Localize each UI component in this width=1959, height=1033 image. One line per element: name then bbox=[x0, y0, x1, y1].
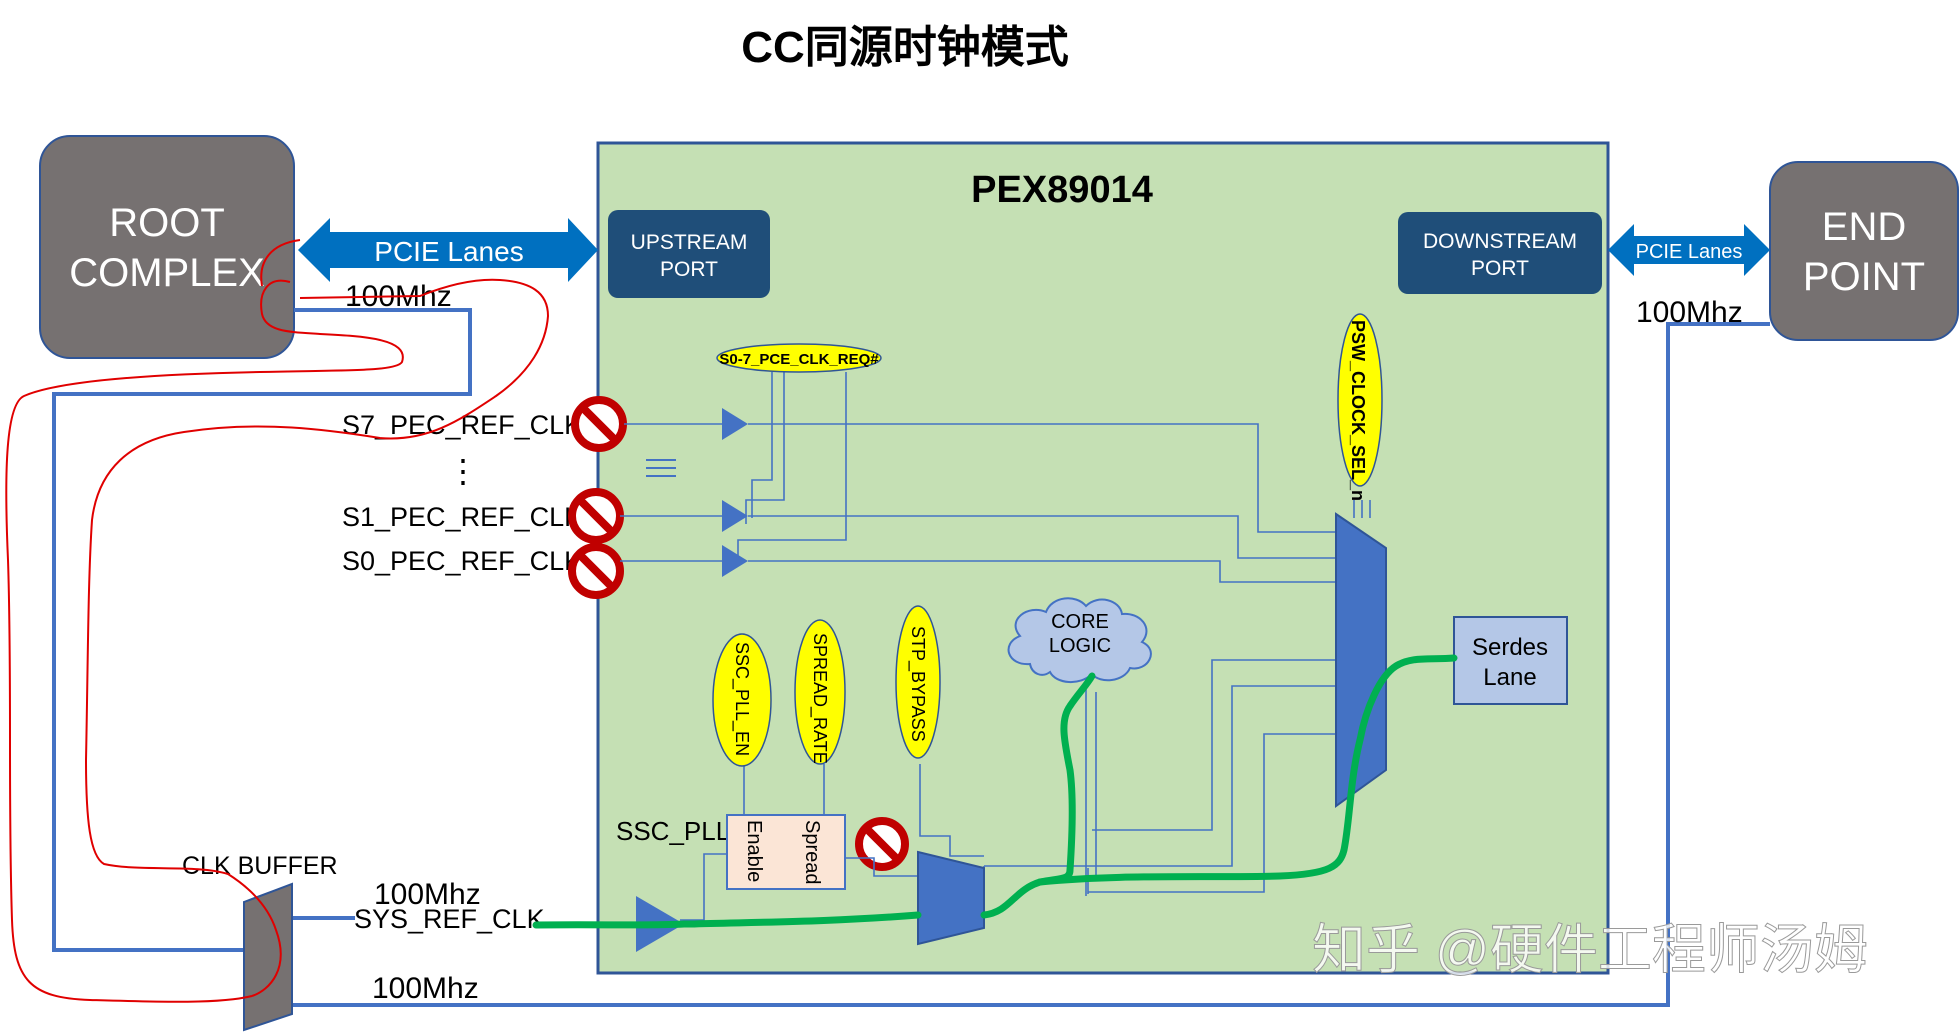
core-logic-line1: CORE bbox=[1051, 611, 1109, 633]
core-logic-cloud: CORE LOGIC bbox=[1007, 597, 1152, 683]
buffer-out-freq-label: 100Mhz bbox=[372, 972, 479, 1005]
ref-clock-label-s1: S1_PEC_REF_CLK bbox=[342, 502, 582, 532]
downstream-port-line2: PORT bbox=[1471, 257, 1529, 280]
ssc-pll-enable-label: Enable bbox=[743, 820, 765, 882]
ep-freq-label: 100Mhz bbox=[1636, 296, 1743, 329]
spread-rate-signal: SPREAD_RATE bbox=[794, 619, 846, 765]
sys-ref-clk-label: SYS_REF_CLK bbox=[354, 904, 545, 934]
downstream-port-block: DOWNSTREAM PORT bbox=[1398, 212, 1602, 294]
annotation-scribble bbox=[5, 239, 550, 1003]
end-point-line1: END bbox=[1822, 205, 1906, 249]
disabled-s1-icon bbox=[568, 488, 624, 544]
ssc-pll-en-signal: SSC_PLL_EN bbox=[712, 633, 772, 767]
upstream-port-line2: PORT bbox=[660, 258, 718, 281]
clock-mux bbox=[1335, 512, 1387, 808]
end-point-line2: POINT bbox=[1803, 255, 1925, 299]
psw-clock-sel-label: PSW_CLOCK_SEL_n bbox=[1348, 320, 1368, 501]
active-clock-path bbox=[532, 654, 1458, 929]
buffer-in-freq-label: 100Mhz bbox=[374, 878, 481, 911]
spread-rate-label: SPREAD_RATE bbox=[809, 633, 830, 764]
board-clock-wires bbox=[52, 308, 1770, 1007]
ref-clock-ellipsis: ⋮ bbox=[447, 453, 479, 489]
stp-bypass-signal: STP_BYPASS bbox=[895, 605, 941, 759]
pcie-lanes-right-arrow: PCIE Lanes bbox=[1608, 224, 1770, 276]
clk-buffer-label: CLK BUFFER bbox=[182, 852, 338, 880]
downstream-port-line1: DOWNSTREAM bbox=[1423, 230, 1577, 253]
end-point-block: END POINT bbox=[1769, 161, 1959, 341]
stp-bypass-label: STP_BYPASS bbox=[907, 626, 928, 742]
root-complex-line1: ROOT bbox=[109, 201, 225, 245]
chip-name: PEX89014 bbox=[971, 169, 1153, 211]
clk-req-label: S0-7_PCE_CLK_REQ# bbox=[719, 351, 879, 368]
psw-clock-sel-signal: PSW_CLOCK_SEL_n bbox=[1337, 313, 1383, 501]
root-complex-line2: COMPLEX bbox=[69, 251, 265, 295]
core-logic-line2: LOGIC bbox=[1049, 635, 1111, 657]
ssc-pll-block: Enable Spread bbox=[726, 814, 846, 890]
disabled-s7-icon bbox=[571, 396, 627, 452]
serdes-line1: Serdes bbox=[1472, 634, 1548, 661]
ssc-output-mux bbox=[917, 850, 985, 946]
serdes-lane-block: Serdes Lane bbox=[1453, 616, 1568, 705]
ssc-pll-en-label: SSC_PLL_EN bbox=[731, 642, 752, 756]
pcie-lanes-right-label: PCIE Lanes bbox=[1636, 241, 1743, 263]
clk-req-signal: S0-7_PCE_CLK_REQ# bbox=[716, 343, 882, 373]
internal-wires bbox=[620, 372, 1386, 921]
ssc-pll-label: SSC_PLL bbox=[616, 816, 730, 846]
pcie-lanes-left-arrow: PCIE Lanes bbox=[298, 218, 598, 282]
disabled-s0-icon bbox=[568, 543, 624, 599]
upstream-port-line1: UPSTREAM bbox=[631, 231, 748, 254]
disabled-ssc-pll-icon bbox=[855, 817, 909, 871]
serdes-line2: Lane bbox=[1483, 664, 1536, 691]
ref-clock-label-s0: S0_PEC_REF_CLK bbox=[342, 546, 582, 576]
ref-clock-label-s7: S7_PEC_REF_CLK bbox=[342, 410, 582, 440]
root-complex-block: ROOT COMPLEX bbox=[39, 135, 295, 359]
ssc-pll-spread-label: Spread bbox=[801, 820, 823, 885]
ref-clock-buffers bbox=[722, 408, 748, 577]
diagram-title: CC同源时钟模式 bbox=[741, 23, 1069, 72]
clk-buffer bbox=[243, 882, 293, 1032]
watermark: 知乎 @硬件工程师汤姆 bbox=[1312, 920, 1868, 980]
lane-ellipsis-mark bbox=[646, 459, 676, 477]
upstream-port-block: UPSTREAM PORT bbox=[608, 210, 770, 298]
pcie-lanes-left-label: PCIE Lanes bbox=[374, 236, 523, 267]
